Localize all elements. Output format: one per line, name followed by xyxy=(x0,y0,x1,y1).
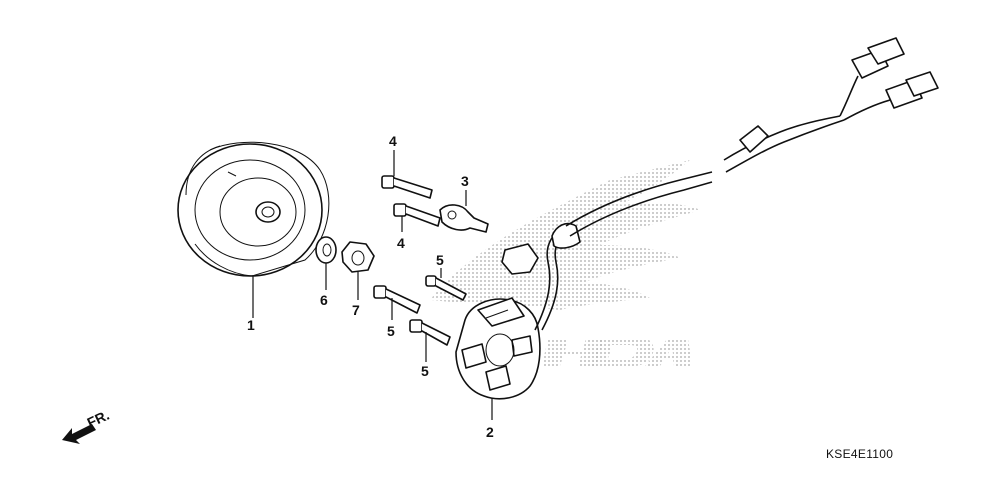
flange-nut xyxy=(341,241,375,273)
washer xyxy=(315,236,337,264)
leader-lines xyxy=(252,150,493,420)
bolt-5-middle xyxy=(373,285,421,314)
bolt-5-bottom xyxy=(409,319,451,346)
callout-6: 6 xyxy=(320,292,328,308)
callout-4-upper: 4 xyxy=(389,133,397,149)
callout-2: 2 xyxy=(486,424,494,440)
flywheel-rotor xyxy=(177,141,330,277)
callout-3: 3 xyxy=(461,173,469,189)
stator-assembly xyxy=(455,37,939,400)
callout-4-lower: 4 xyxy=(397,235,405,251)
bolt-4-lower xyxy=(393,203,441,227)
bolt-4-upper xyxy=(381,175,433,199)
callout-5-bottom: 5 xyxy=(421,363,429,379)
callout-7: 7 xyxy=(352,302,360,318)
wire-clamp xyxy=(439,204,489,233)
front-direction-arrow-icon: FR. xyxy=(62,407,112,444)
callout-5-middle: 5 xyxy=(387,323,395,339)
callout-5-top: 5 xyxy=(436,252,444,268)
front-direction-label: FR. xyxy=(85,407,112,431)
diagram-code: KSE4E1100 xyxy=(826,447,894,461)
callout-1: 1 xyxy=(247,317,255,333)
honda-wordmark xyxy=(542,338,692,366)
bolt-5-top xyxy=(425,275,467,301)
